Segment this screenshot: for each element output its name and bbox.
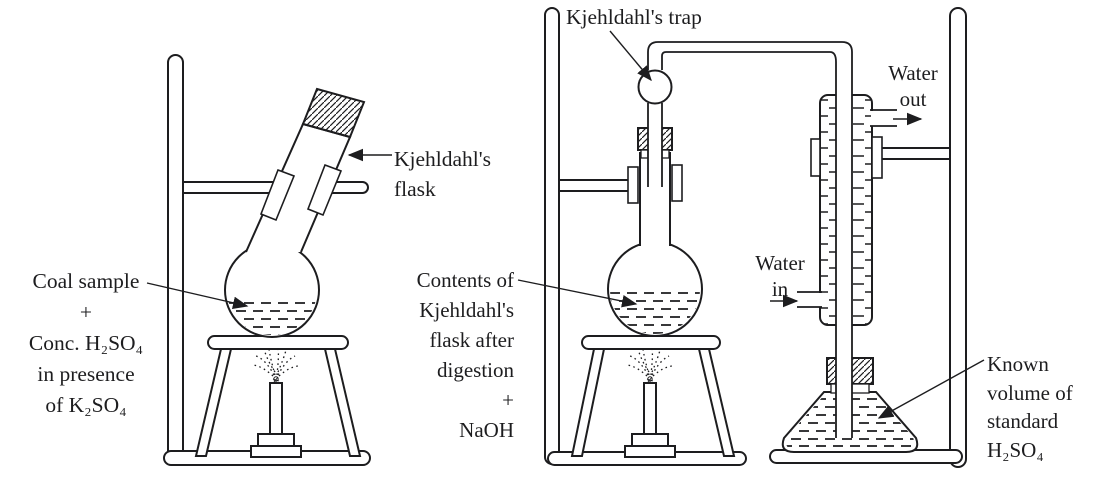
clamp-rod [877, 147, 955, 160]
label-coal-sample: Coal sample + Conc. H₂SO₄ in presence of… [28, 269, 144, 417]
label-kjeldahl-flask: Kjehldahl's flask [394, 147, 492, 201]
clamp-jaw [671, 164, 683, 202]
water-inlet [797, 291, 822, 308]
arrow-contents [517, 279, 638, 308]
right-stand-left [544, 7, 747, 466]
clamp-jaw [627, 166, 639, 204]
right-tripod [570, 335, 736, 457]
kjeldahl-trap-bulb [637, 69, 673, 105]
distillation-flask-bulb [607, 241, 703, 337]
stopper [301, 87, 366, 139]
clamp-rod [551, 179, 633, 192]
right-burner [624, 382, 676, 458]
label-water-out: Water out [888, 61, 938, 111]
arrow-coal-sample [146, 282, 249, 310]
left-tripod [194, 335, 362, 457]
burner-flame [626, 347, 673, 383]
kjeldahl-flask-left [224, 87, 366, 338]
left-burner [250, 382, 302, 458]
distillation-flask-neck [627, 103, 683, 252]
delivery-tube [647, 41, 853, 438]
arrow-trap [609, 30, 652, 82]
label-flask-contents: Contents of Kjehldahl's flask after dige… [416, 268, 514, 442]
label-known-volume: Known volume of standard H₂SO₄ [987, 352, 1073, 462]
left-stand-rod [167, 54, 184, 466]
clamp-jaw [871, 136, 883, 179]
label-kjeldahl-trap: Kjehldahl's trap [566, 5, 702, 29]
right-stand-right [769, 7, 967, 468]
label-water-in: Water in [755, 251, 805, 301]
burner-flame [252, 347, 299, 383]
stand-rod [949, 7, 967, 468]
water-outlet [870, 109, 897, 127]
annotation-arrows [146, 30, 985, 419]
clamp-jaw [306, 163, 343, 217]
stand-rod [544, 7, 560, 465]
clamp-jaw [259, 168, 296, 222]
clamp-jaw [810, 138, 821, 177]
arrow-known-volume [877, 359, 985, 419]
flask-bulb [224, 242, 320, 338]
